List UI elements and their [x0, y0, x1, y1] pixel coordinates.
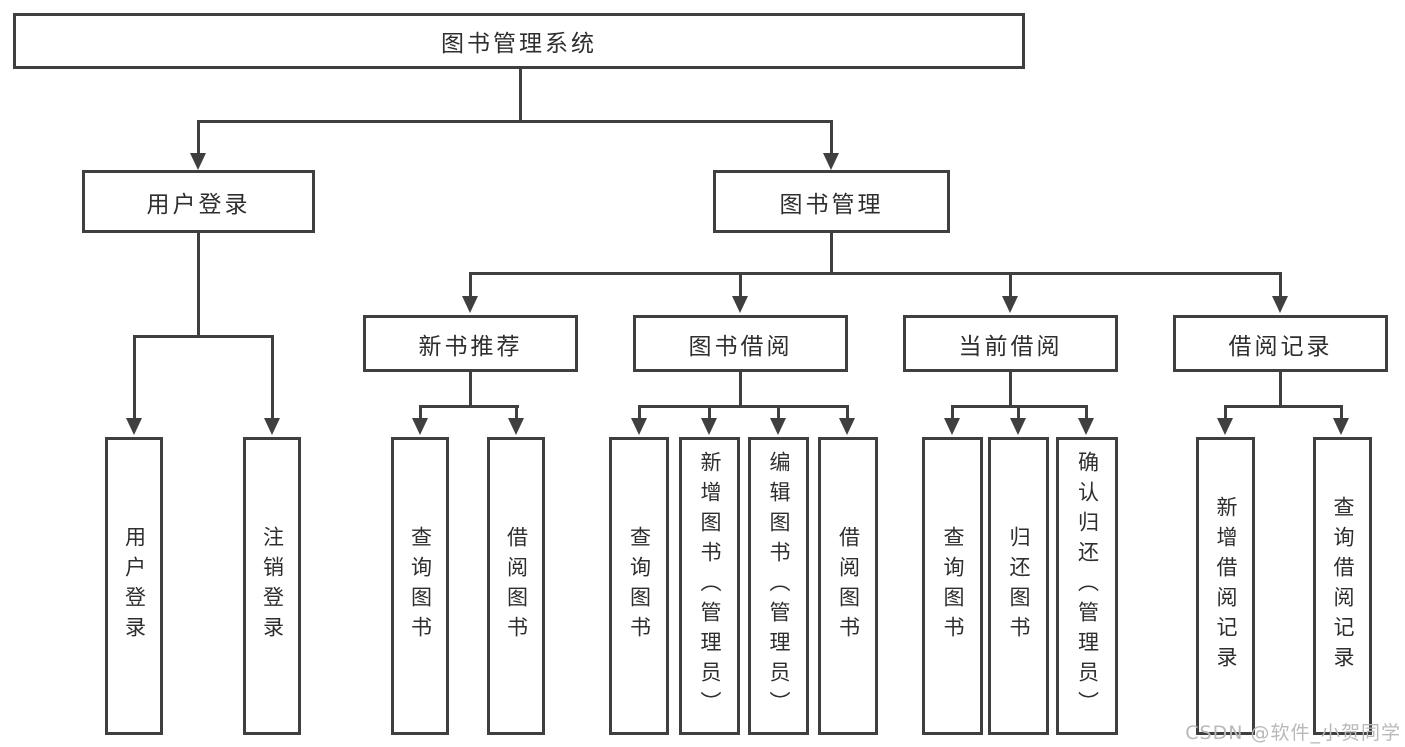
leaf-query-books-2: 查询图书: [609, 437, 669, 735]
arrow-down-icon: [1010, 418, 1026, 435]
node-new-book-recommend: 新书推荐: [363, 315, 578, 372]
connector-drop-new-books: [469, 272, 472, 296]
node-borrowing-records: 借阅记录: [1173, 315, 1388, 372]
leaf-add-books-admin: 新增图书（管理员）: [679, 437, 740, 735]
node-current-borrowing: 当前借阅: [903, 315, 1118, 372]
connector-drop-leaf: [515, 405, 518, 418]
arrow-down-icon: [1078, 418, 1094, 435]
connector-drop-current: [1009, 272, 1012, 296]
connector-drop-user-login: [197, 120, 200, 154]
leaf-borrow-books-2: 借阅图书: [818, 437, 878, 735]
connector-drop-records: [1279, 272, 1282, 296]
connector-book-mgmt-stem: [830, 233, 833, 272]
connector-root-stem: [519, 69, 522, 120]
leaf-borrow-books-1: 借阅图书: [487, 437, 545, 735]
connector-stem: [469, 372, 472, 405]
connector-drop-borrowing: [739, 272, 742, 296]
arrow-down-icon: [1217, 418, 1233, 435]
connector-drop-leaf: [133, 335, 136, 418]
leaf-edit-books-admin: 编辑图书（管理员）: [748, 437, 809, 735]
connector-stem: [739, 372, 742, 405]
connector-drop-leaf: [951, 405, 954, 418]
arrow-down-icon: [732, 296, 748, 313]
connector-book-mgmt-bar: [469, 272, 1282, 275]
connector-drop-leaf: [638, 405, 641, 418]
leaf-query-books-1: 查询图书: [391, 437, 449, 735]
arrow-down-icon: [508, 418, 524, 435]
arrow-down-icon: [770, 418, 786, 435]
arrow-down-icon: [1002, 296, 1018, 313]
connector-bar: [419, 405, 519, 408]
leaf-return-books: 归还图书: [988, 437, 1049, 735]
connector-user-login-stem: [197, 233, 200, 335]
node-book-borrowing: 图书借阅: [633, 315, 848, 372]
arrow-down-icon: [823, 153, 839, 170]
connector-drop-leaf: [419, 405, 422, 418]
arrow-down-icon: [462, 296, 478, 313]
connector-drop-leaf: [1340, 405, 1343, 418]
connector-bar: [638, 405, 849, 408]
leaf-logout: 注销登录: [243, 437, 301, 735]
leaf-confirm-return-admin: 确认归还（管理员）: [1056, 437, 1118, 735]
connector-drop-leaf: [846, 405, 849, 418]
csdn-watermark: CSDN @软件_小贺同学: [1185, 722, 1401, 744]
connector-drop-leaf: [271, 335, 274, 418]
arrow-down-icon: [839, 418, 855, 435]
connector-stem: [1009, 372, 1012, 405]
arrow-down-icon: [1272, 296, 1288, 313]
arrow-down-icon: [190, 153, 206, 170]
arrow-down-icon: [412, 418, 428, 435]
leaf-user-login: 用户登录: [105, 437, 163, 735]
arrow-down-icon: [944, 418, 960, 435]
connector-drop-leaf: [1085, 405, 1088, 418]
connector-drop-book-mgmt: [830, 120, 833, 154]
leaf-query-books-3: 查询图书: [922, 437, 983, 735]
connector-user-login-bar: [133, 335, 274, 338]
connector-root-bar: [197, 120, 833, 123]
connector-drop-leaf: [777, 405, 780, 418]
connector-stem: [1279, 372, 1282, 405]
node-root-library-system: 图书管理系统: [13, 13, 1025, 69]
connector-drop-leaf: [1017, 405, 1020, 418]
arrow-down-icon: [631, 418, 647, 435]
leaf-add-borrow-record: 新增借阅记录: [1196, 437, 1255, 735]
node-user-login: 用户登录: [82, 170, 315, 233]
connector-drop-leaf: [708, 405, 711, 418]
arrow-down-icon: [264, 418, 280, 435]
arrow-down-icon: [701, 418, 717, 435]
leaf-query-borrow-record: 查询借阅记录: [1313, 437, 1372, 735]
node-book-management: 图书管理: [713, 170, 950, 233]
connector-drop-leaf: [1224, 405, 1227, 418]
arrow-down-icon: [1333, 418, 1349, 435]
connector-bar: [1224, 405, 1343, 408]
arrow-down-icon: [126, 418, 142, 435]
